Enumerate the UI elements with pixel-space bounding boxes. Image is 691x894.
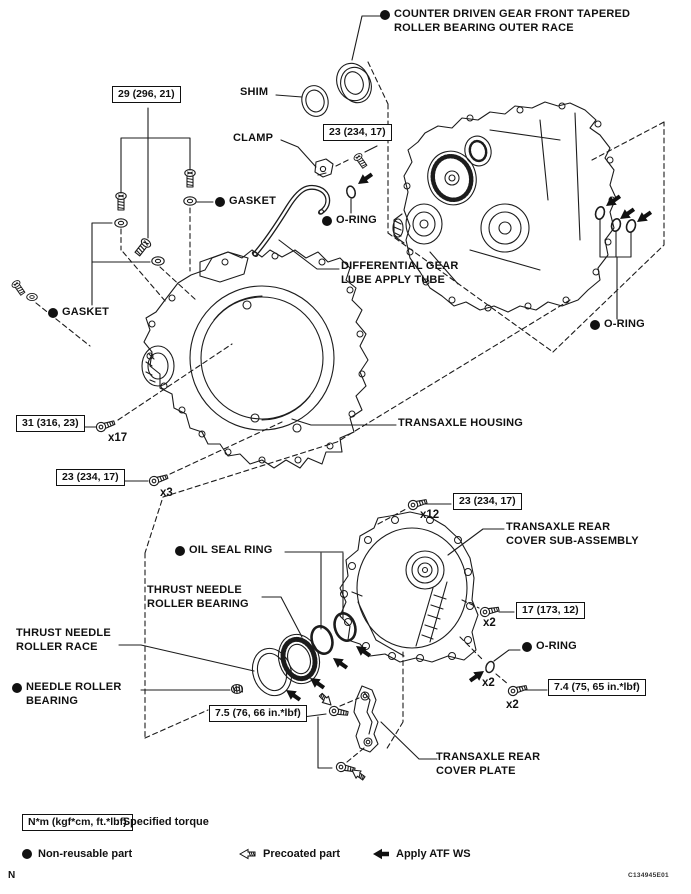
torque-box-23-cover: 23 (234, 17) [453,493,522,510]
non-reusable-icon [380,9,390,20]
non-reusable-icon [175,545,185,556]
legend-apply-atf: Apply ATF WS [372,848,471,860]
precoated-part-icon [348,765,367,783]
legend-text: Apply ATF WS [396,848,471,860]
apply-atf-icon [373,848,389,860]
label-text: GASKET [62,306,110,318]
non-reusable-icon [590,319,600,330]
label-text: TRANSAXLE HOUSING [398,417,524,429]
label-counter-driven-race: COUNTER DRIVEN GEAR FRONT TAPERED ROLLER… [380,8,630,35]
counter-driven-bearing-race-drawing [336,62,372,104]
label-o-ring-right: O-RING [590,318,645,332]
label-transaxle-housing: TRANSAXLE HOUSING [398,417,523,431]
torque-box-29: 29 (296, 21) [112,86,181,103]
label-shim: SHIM [240,86,268,100]
legend-non-reusable: Non-reusable part [22,848,132,860]
label-text: THRUST NEEDLE ROLLER RACE [16,627,111,653]
count-x17: x17 [108,432,128,444]
leader-lines [84,15,632,769]
transaxle-housing-drawing [141,249,369,469]
torque-box-23-top: 23 (234, 17) [323,124,392,141]
label-text: DIFFERENTIAL GEAR LUBE APPLY TUBE [341,260,459,286]
legend-torque-box: N*m (kgf*cm, ft.*lbf) [22,814,133,831]
label-text: TRANSAXLE REAR COVER SUB-ASSEMBLY [506,521,639,547]
count-x2-oring: x2 [482,677,495,689]
count-x12: x12 [420,509,440,521]
precoated-part-icon [239,848,256,860]
label-text: GASKET [229,195,277,207]
label-text: COUNTER DRIVEN GEAR FRONT TAPERED ROLLER… [394,8,631,34]
label-o-ring-bottom: O-RING [522,640,577,654]
needle-bearing-drawing [230,683,244,695]
clamp-bolt [352,151,369,170]
rear-cover-plate-drawing [353,685,379,753]
o-ring-top-drawing [344,184,358,200]
label-rear-cover-plate: TRANSAXLE REAR COVER PLATE [436,751,540,778]
legend-text: Non-reusable part [38,848,133,860]
torque-box-7-4: 7.4 (75, 65 in.*lbf) [548,679,646,696]
non-reusable-icon [522,641,532,652]
non-reusable-icon [22,849,32,859]
legend-text: Precoated part [263,848,341,860]
label-thrust-bearing: THRUST NEEDLE ROLLER BEARING [147,584,249,611]
count-x2-bolt17: x2 [483,617,496,629]
apply-atf-arrows [282,169,655,705]
torque-box-7-5: 7.5 (76, 66 in.*lbf) [209,705,307,722]
cover-bolt-17 [478,604,501,619]
thrust-bearing-drawing [277,633,321,685]
page-letter: N [8,870,16,881]
torque-box-23-left: 23 (234, 17) [56,469,125,486]
plate-screw-74 [506,682,529,698]
transmission-assembly-drawing [392,101,617,313]
label-text: CLAMP [233,132,274,144]
label-text: O-RING [604,318,645,330]
legend-torque-desc: : Specified torque [116,816,209,828]
label-gasket-top: GASKET [215,195,276,209]
rear-cover-drawing [339,511,479,663]
label-text: NEEDLE ROLLER BEARING [26,681,122,707]
torque-box-31: 31 (316, 23) [16,415,85,432]
non-reusable-icon [322,215,332,226]
label-text: O-RING [536,640,577,652]
housing-bolt-x3 [147,471,170,488]
label-text: OIL SEAL RING [189,544,273,556]
non-reusable-icon [12,682,22,693]
label-rear-cover: TRANSAXLE REAR COVER SUB-ASSEMBLY [506,521,639,548]
label-text: SHIM [240,86,269,98]
shim-drawing [301,85,329,117]
label-text: O-RING [336,214,377,226]
label-oil-seal-ring: OIL SEAL RING [175,544,272,558]
legend-text: : Specified torque [116,816,209,828]
clamp-drawing [314,158,334,178]
non-reusable-icon [215,196,225,207]
label-clamp: CLAMP [233,132,273,146]
housing-bolt-x17 [94,417,117,434]
label-o-ring-top: O-RING [322,214,377,228]
count-x3: x3 [160,487,173,499]
label-text: TRANSAXLE REAR COVER PLATE [436,751,541,777]
torque-box-17: 17 (173, 12) [516,602,585,619]
figure-code: C134945E01 [628,872,669,879]
oil-seal-rings-drawing [310,612,357,655]
label-gasket-left: GASKET [48,306,109,320]
non-reusable-icon [48,307,58,318]
label-thrust-race: THRUST NEEDLE ROLLER RACE [16,627,111,654]
plate-bolt-1 [328,705,350,719]
legend-precoated: Precoated part [239,848,340,860]
label-needle-bearing: NEEDLE ROLLER BEARING [12,681,122,708]
precoated-part-icon [317,691,335,709]
count-x2-bolt74: x2 [506,699,519,711]
label-text: THRUST NEEDLE ROLLER BEARING [147,584,249,610]
bolt-cluster-29 [10,169,197,302]
label-diff-tube: DIFFERENTIAL GEAR LUBE APPLY TUBE [341,260,458,287]
o-ring-bottom-drawing [483,659,497,675]
